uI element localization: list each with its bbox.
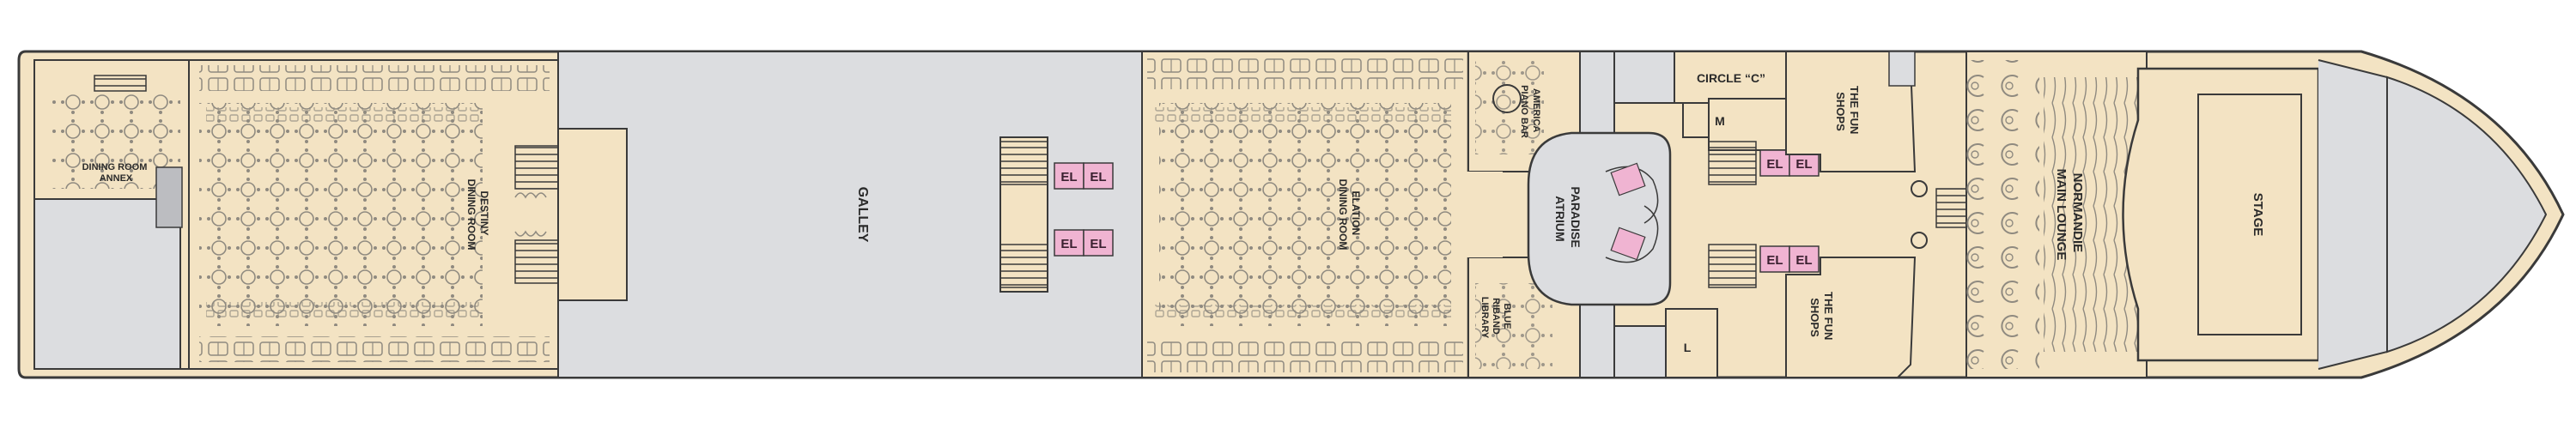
fun-shops-area xyxy=(1785,51,1967,378)
circle-c-label: CIRCLE “C” xyxy=(1697,71,1765,85)
elation-dining-room-label: ELATION DINING ROOM xyxy=(1337,179,1362,251)
galley-label: GALLEY xyxy=(855,187,870,243)
elevator-icon: EL xyxy=(1054,162,1084,190)
america-piano-bar-label: AMERICA PIANO BAR xyxy=(1519,85,1541,138)
elevator-icon: EL xyxy=(1083,229,1114,257)
stage-area xyxy=(2122,59,2388,370)
fun-shops-bottom-label: THE FUN SHOPS xyxy=(1808,292,1835,343)
elation-dining-room-area xyxy=(1141,51,1470,378)
elevator-label: EL xyxy=(1060,237,1077,251)
paradise-atrium-label: PARADISE ATRIUM xyxy=(1553,186,1583,251)
ladies-restroom-label: L xyxy=(1684,341,1692,354)
elevator-label: EL xyxy=(1766,157,1783,172)
elevator-icon: EL xyxy=(1789,245,1820,273)
elevator-label: EL xyxy=(1060,170,1077,184)
paradise-atrium-area xyxy=(1451,131,1672,306)
galley-area xyxy=(557,51,1143,378)
elevator-label: EL xyxy=(1795,253,1812,268)
elevator-icon: EL xyxy=(1759,245,1790,273)
destiny-dining-room-label: DESTINY DINING ROOM xyxy=(465,179,490,251)
dining-room-annex-label: DINING ROOM ANNEX xyxy=(82,162,150,184)
bow-area xyxy=(2386,76,2548,353)
stage-label: STAGE xyxy=(2251,193,2265,237)
elevator-icon: EL xyxy=(1759,149,1790,177)
elevator-icon: EL xyxy=(1083,162,1114,190)
mens-restroom-label: M xyxy=(1715,114,1725,128)
elevator-label: EL xyxy=(1766,253,1783,268)
elevator-icon: EL xyxy=(1054,229,1084,257)
forward-elevator-bank: EL EL EL EL xyxy=(1708,141,1820,288)
elevator-label: EL xyxy=(1090,170,1106,184)
normandie-main-lounge-label: NORMANDIE MAIN LOUNGE xyxy=(2054,169,2085,261)
elevator-label: EL xyxy=(1090,237,1106,251)
mid-elevator-bank: EL EL EL EL xyxy=(999,141,1114,288)
fun-shops-top-label: THE FUN SHOPS xyxy=(1834,86,1861,137)
destiny-dining-room-area xyxy=(188,59,559,370)
dining-room-annex-area xyxy=(33,59,190,370)
elevator-label: EL xyxy=(1795,157,1812,172)
blue-riband-library-label: BLUE RIBAND LIBRARY xyxy=(1479,297,1512,339)
